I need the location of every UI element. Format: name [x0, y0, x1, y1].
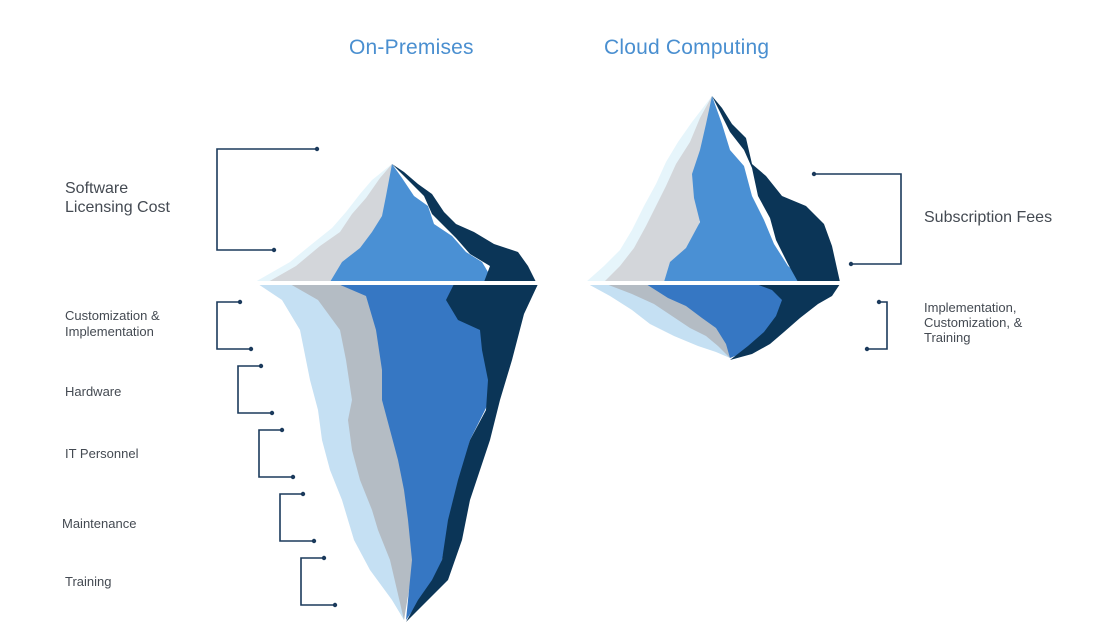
label-line: Maintenance [62, 516, 137, 531]
bracket-maintenance [279, 493, 314, 542]
bracket-dot [321, 555, 327, 561]
label-subscription-fees: Subscription Fees [924, 208, 1052, 227]
bracket-subscription-fees [814, 173, 902, 265]
label-training: Training [65, 574, 111, 590]
label-line: Subscription Fees [924, 209, 1053, 226]
cloud-base-mid [646, 284, 790, 358]
cloud-tip-gray [604, 96, 712, 282]
label-line: Customization, & [924, 314, 1023, 330]
label-it-personnel: IT Personnel [65, 446, 138, 462]
bracket-dot [290, 474, 296, 480]
bracket-customization [216, 301, 251, 350]
cloud-base-dark [730, 284, 840, 360]
label-line: Implementation, [924, 300, 1017, 315]
bracket-dot [864, 346, 870, 352]
label-cloud-implementation: Implementation, Customization, & Trainin… [924, 300, 1023, 346]
bracket-dot [258, 363, 264, 369]
label-line: Licensing Cost [65, 199, 170, 217]
label-line: IT Personnel [65, 446, 139, 461]
label-customization-implementation: Customization & Implementation [65, 308, 160, 339]
bracket-dot [311, 538, 317, 544]
cloud-brackets [811, 171, 902, 352]
bracket-cloud-implementation [867, 301, 888, 350]
label-line: Implementation [65, 323, 154, 339]
bracket-dot [279, 427, 285, 433]
label-line: Training [65, 574, 112, 589]
bracket-dot [237, 299, 243, 305]
on-premises-iceberg [250, 164, 542, 622]
on-premises-title: On-Premises [349, 36, 474, 59]
cloud-tip-light [664, 96, 808, 282]
bracket-software-licensing [216, 148, 317, 251]
bracket-dot [300, 491, 306, 497]
bracket-dot [248, 346, 254, 352]
label-line: Software [65, 180, 129, 197]
on-premises-tip-light [330, 164, 494, 282]
bracket-it-personnel [258, 429, 293, 478]
bracket-dot [269, 410, 275, 416]
on-premises-base-dark [406, 284, 538, 622]
bracket-training [300, 557, 335, 606]
bracket-dot [876, 299, 882, 305]
cloud-computing-title: Cloud Computing [604, 36, 770, 59]
label-software-licensing: Software Licensing Cost [65, 179, 170, 217]
label-hardware: Hardware [65, 384, 121, 400]
bracket-dot [848, 261, 854, 267]
label-line: Customization & [65, 308, 160, 323]
on-premises-water-line [250, 281, 542, 285]
bracket-dot [332, 602, 338, 608]
label-line: Training [924, 329, 971, 345]
cloud-tip-dark [712, 96, 840, 282]
bracket-dot [314, 146, 320, 152]
bracket-dot [271, 247, 277, 253]
bracket-dot [811, 171, 817, 177]
label-maintenance: Maintenance [62, 516, 136, 532]
cloud-computing-iceberg [582, 96, 846, 360]
on-premises-tip-dark [392, 164, 536, 282]
label-line: Hardware [65, 384, 122, 399]
cloud-water-line [582, 281, 846, 285]
on-premises-brackets [216, 146, 338, 608]
bracket-hardware [237, 365, 272, 414]
